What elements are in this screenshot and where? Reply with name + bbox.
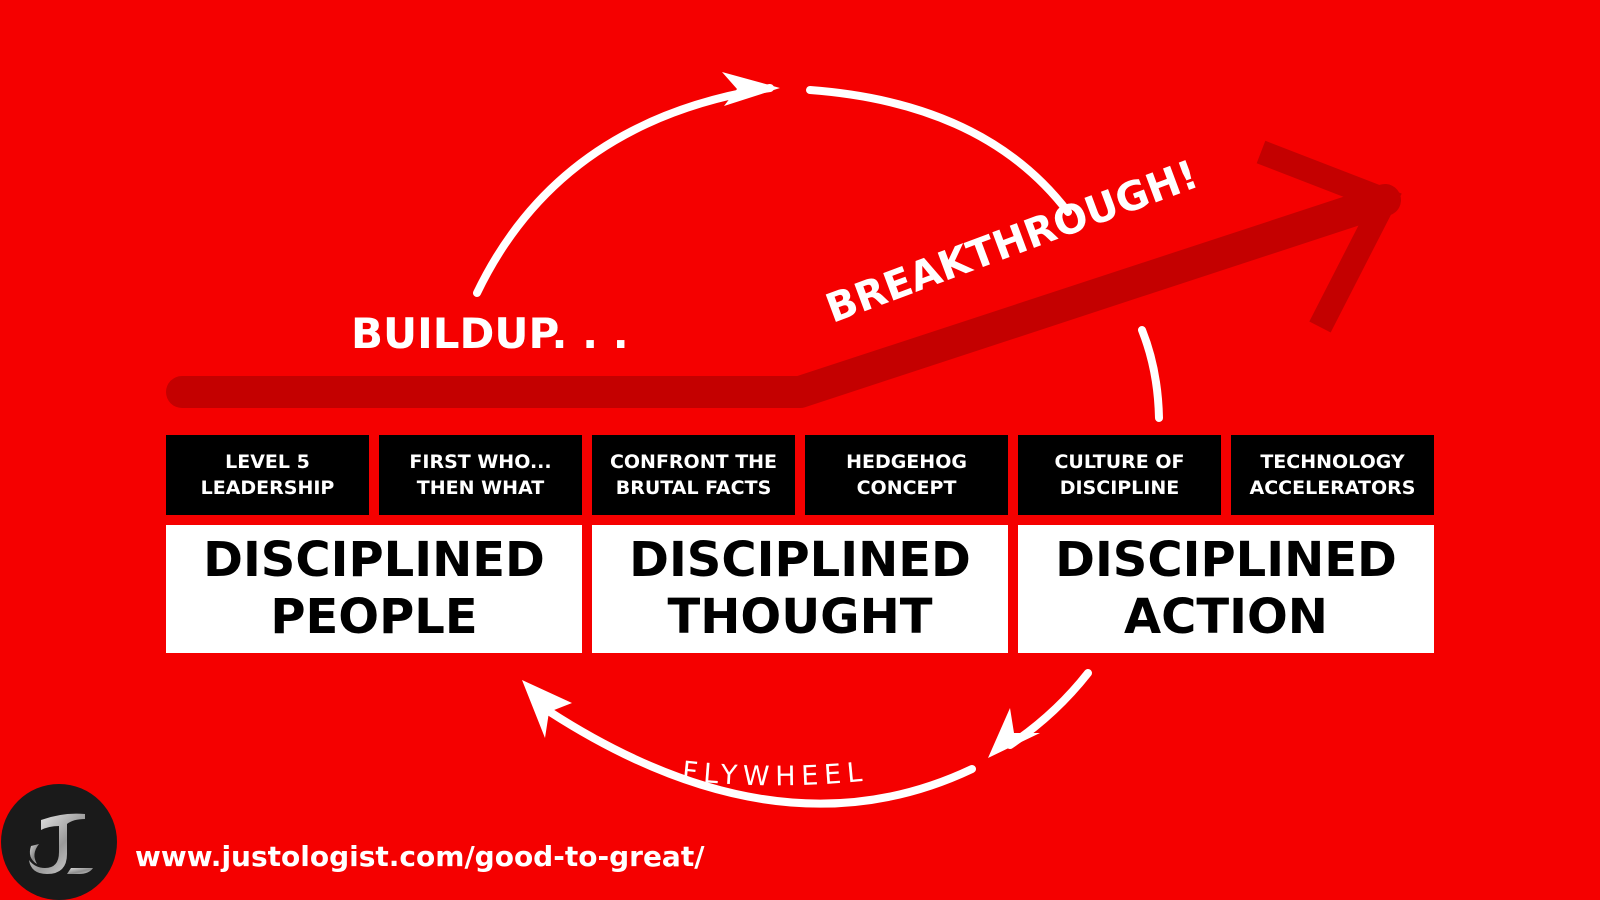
sub-box-hedgehog-concept: HEDGEHOG CONCEPT — [805, 435, 1008, 515]
buildup-breakthrough-arrow-shaft — [166, 184, 1401, 408]
main-box-line: PEOPLE — [270, 589, 478, 645]
sub-box-line: THEN WHAT — [416, 477, 545, 499]
sub-box-line: FIRST WHO... — [409, 451, 552, 473]
flywheel-arc-right — [1138, 326, 1163, 422]
sub-box-culture-of-discipline: CULTURE OF DISCIPLINE — [1018, 435, 1221, 515]
sub-box-line: ACCELERATORS — [1249, 477, 1416, 499]
main-box-line: ACTION — [1124, 589, 1328, 645]
flywheel-arc-top-left — [473, 84, 774, 297]
flywheel-label: FLYWHEEL — [681, 756, 870, 792]
main-box-disciplined-action: DISCIPLINED ACTION — [1018, 525, 1434, 653]
flywheel-arc-top-right — [806, 86, 1072, 216]
arrowhead-top — [722, 72, 780, 106]
buildup-label: BUILDUP. . . — [351, 309, 629, 358]
justologist-logo[interactable] — [1, 784, 117, 900]
main-box-line: DISCIPLINED — [203, 532, 545, 588]
arrowhead-bottom-right — [988, 708, 1040, 758]
sub-box-confront-brutal-facts: CONFRONT THE BRUTAL FACTS — [592, 435, 795, 515]
sub-box-first-who-then-what: FIRST WHO... THEN WHAT — [379, 435, 582, 515]
stylized-j-logo-icon — [29, 813, 93, 874]
sub-box-level-5-leadership: LEVEL 5 LEADERSHIP — [166, 435, 369, 515]
sub-box-line: LEVEL 5 — [225, 451, 310, 473]
sub-box-line: BRUTAL FACTS — [615, 477, 772, 499]
flywheel-label-text: FLYWHEEL — [681, 756, 864, 792]
main-box-line: DISCIPLINED — [629, 532, 971, 588]
main-box-line: DISCIPLINED — [1055, 532, 1397, 588]
sub-box-line: TECHNOLOGY — [1260, 451, 1405, 473]
sub-box-line: CULTURE OF — [1054, 451, 1185, 473]
flywheel-arc-bottom — [546, 708, 976, 808]
sub-box-line: DISCIPLINE — [1059, 477, 1180, 499]
sub-box-line: CONCEPT — [856, 477, 957, 499]
sub-box-line: HEDGEHOG — [846, 451, 967, 473]
main-box-disciplined-thought: DISCIPLINED THOUGHT — [592, 525, 1008, 653]
arrowhead-bottom-left — [522, 680, 572, 738]
main-box-line: THOUGHT — [667, 589, 933, 645]
sub-box-line: LEADERSHIP — [200, 477, 335, 499]
sub-box-technology-accelerators: TECHNOLOGY ACCELERATORS — [1231, 435, 1434, 515]
sub-box-line: CONFRONT THE — [609, 451, 778, 473]
main-box-disciplined-people: DISCIPLINED PEOPLE — [166, 525, 582, 653]
breakthrough-arrow-head — [1256, 140, 1402, 333]
website-url-link[interactable]: www.justologist.com/good-to-great/ — [135, 840, 705, 873]
